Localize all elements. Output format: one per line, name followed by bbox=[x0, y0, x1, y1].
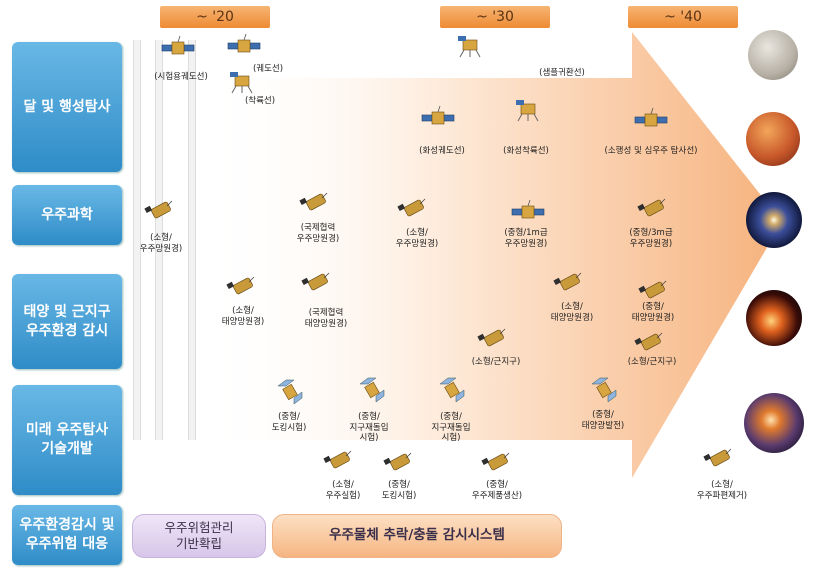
timeline-bar bbox=[188, 40, 196, 440]
category-label: 태양 및 근지구 우주환경 감시 bbox=[23, 303, 111, 339]
label-intl-solar: (국제협력 태양망원경) bbox=[304, 308, 348, 329]
label-reentry-test-1: (중형/ 지구재돌입 시험) bbox=[349, 412, 389, 444]
category-label: 미래 우주탐사 기술개발 bbox=[25, 422, 109, 457]
label-mars-lander: (화성착륙선) bbox=[503, 146, 549, 156]
label-near-earth-2: (소형/근지구) bbox=[627, 357, 677, 367]
label-small-telescope-2: (소형/ 우주망원경) bbox=[395, 228, 439, 249]
label-near-earth-1: (소형/근지구) bbox=[471, 357, 521, 367]
category-future-tech: 미래 우주탐사 기술개발 bbox=[12, 385, 122, 495]
label-orbiter: (궤도선) bbox=[252, 64, 284, 74]
label-1m-telescope: (중형/1m급 우주망원경) bbox=[504, 228, 548, 249]
category-space-hazard: 우주환경감시 및 우주위험 대응 bbox=[12, 505, 122, 565]
label-small-telescope-1: (소형/ 우주망원경) bbox=[139, 233, 183, 254]
label-sample-return: (샘플귀환선) bbox=[539, 68, 585, 78]
era-header-2030: ~ '30 bbox=[440, 6, 550, 28]
moon-image bbox=[748, 30, 798, 80]
category-solar-monitoring: 태양 및 근지구 우주환경 감시 bbox=[12, 274, 122, 369]
category-label: 달 및 행성탐사 bbox=[23, 98, 111, 115]
pill-risk-management: 우주위험관리 기반확립 bbox=[132, 514, 266, 558]
label-space-experiment: (소형/ 우주실험) bbox=[325, 480, 361, 501]
timeline-bar bbox=[133, 40, 141, 440]
category-label: 우주환경감시 및 우주위험 대응 bbox=[19, 517, 115, 552]
sun-image bbox=[746, 290, 802, 346]
label-docking-test-2: (중형/ 도킹시험) bbox=[381, 480, 417, 501]
label-medium-solar: (중형/ 태양망원경) bbox=[631, 302, 675, 323]
label-3m-telescope: (중형/3m급 우주망원경) bbox=[629, 228, 673, 249]
label-reentry-test-2: (중형/ 지구재돌입 시험) bbox=[431, 412, 471, 444]
pill-monitoring-system: 우주물체 추락/충돌 감시시스템 bbox=[272, 514, 562, 558]
category-lunar-planetary: 달 및 행성탐사 bbox=[12, 42, 122, 172]
category-space-science: 우주과학 bbox=[12, 185, 122, 245]
future-image bbox=[744, 393, 804, 453]
label-test-orbiter: (시험용궤도선) bbox=[154, 72, 208, 82]
label-product-manufacturing: (중형/ 우주제품생산) bbox=[471, 480, 523, 501]
label-small-solar-2: (소형/ 태양망원경) bbox=[550, 302, 594, 323]
pill-label: 우주물체 추락/충돌 감시시스템 bbox=[329, 527, 505, 544]
timeline-bar bbox=[155, 40, 163, 440]
label-debris-removal: (소형/ 우주파편제거) bbox=[696, 480, 748, 501]
label-lander: (착륙선) bbox=[244, 96, 276, 106]
category-label: 우주과학 bbox=[41, 206, 93, 223]
label-asteroid-probe: (소행성 및 심우주 탐사선) bbox=[604, 146, 698, 156]
mars-image bbox=[746, 112, 800, 166]
label-small-solar-1: (소형/ 태양망원경) bbox=[221, 306, 265, 327]
label-docking-test-1: (중형/ 도킹시험) bbox=[271, 412, 307, 433]
label-mars-orbiter: (화성궤도선) bbox=[419, 146, 465, 156]
galaxy-image bbox=[746, 192, 802, 248]
label-solar-power: (중형/ 태양광발전) bbox=[581, 410, 625, 431]
pill-label: 우주위험관리 기반확립 bbox=[164, 519, 234, 551]
era-header-2040: ~ '40 bbox=[628, 6, 738, 28]
era-header-2020: ~ '20 bbox=[160, 6, 270, 28]
label-intl-telescope: (국제협력 우주망원경) bbox=[296, 223, 340, 244]
